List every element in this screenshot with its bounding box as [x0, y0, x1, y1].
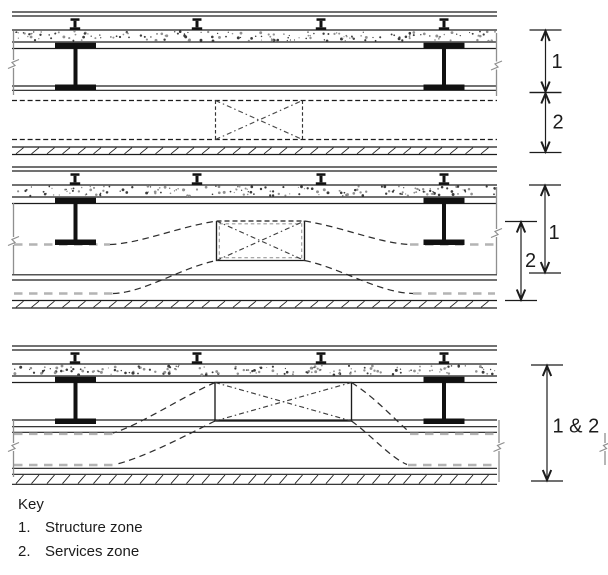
edge-break-line — [7, 31, 20, 95]
key-item-label: Structure zone — [45, 519, 143, 536]
services-route-gray-dashed — [14, 432, 495, 467]
structure-zone-lines — [12, 419, 497, 469]
services-zone-dashed — [12, 99, 497, 141]
dimension-combined-zone: 1 & 2 — [531, 363, 600, 483]
raised-floor — [12, 345, 497, 351]
concrete-slab-texture — [15, 30, 496, 43]
duct-crossed-box — [214, 99, 304, 141]
steel-beams — [55, 197, 465, 245]
steel-beams — [55, 42, 465, 90]
suspended-ceiling — [12, 299, 497, 309]
diagram-separate-zones-dimensions: 1 2 — [529, 28, 564, 155]
structure-zone-lines — [12, 274, 497, 281]
raised-floor-pedestals — [69, 18, 450, 30]
diagram-combined-zone-art — [7, 345, 608, 485]
dimension-structure-zone: 1 — [529, 183, 561, 275]
diagram-separate-zones: 1 2 — [7, 11, 564, 156]
services-route-curves — [112, 381, 411, 466]
duct-crossed-box — [215, 220, 306, 262]
concrete-slab — [12, 363, 497, 384]
raised-floor — [12, 11, 497, 17]
key-item-number: 2. — [18, 542, 31, 560]
dimension-label-combined-zone: 1 & 2 — [553, 416, 600, 438]
services-route-curves — [109, 220, 414, 295]
edge-break-line — [490, 187, 503, 274]
key-item-number: 1. — [18, 519, 31, 536]
dimension-services-zone: 2 — [505, 219, 537, 303]
edge-break-line — [599, 433, 608, 465]
edge-break-line — [7, 420, 20, 477]
raised-floor — [12, 166, 497, 172]
dimension-label-structure-zone: 1 — [552, 51, 563, 73]
concrete-slab — [12, 184, 497, 205]
edge-break-line — [493, 420, 505, 482]
key-item-structure-zone: 1. Structure zone — [18, 519, 143, 536]
steel-beams — [55, 376, 465, 424]
edge-break-line — [490, 33, 503, 96]
concrete-slab-texture — [17, 185, 496, 198]
dimension-label-services-zone: 2 — [525, 250, 536, 272]
diagram-combined-zone: 1 & 2 — [7, 345, 608, 485]
diagram-combined-zone-dimensions: 1 & 2 — [531, 363, 600, 483]
suspended-ceiling — [12, 473, 497, 485]
raised-floor-pedestals — [69, 173, 450, 185]
services-route-gray-dashed — [14, 243, 495, 295]
suspended-ceiling — [12, 146, 497, 156]
dimension-label-structure-zone: 1 — [549, 222, 560, 244]
key-item-label: Services zone — [45, 542, 140, 560]
concrete-slab — [12, 29, 497, 50]
raised-floor-pedestals — [69, 352, 450, 364]
dimension-services-zone: 2 — [529, 90, 564, 155]
diagram-overlapping-zones-art — [7, 166, 503, 309]
key-section: Key 1. Structure zone 2. Services zone — [18, 496, 143, 566]
key-item-services-zone: 2. Services zone — [18, 543, 143, 560]
edge-break-line — [7, 203, 20, 274]
dimension-structure-zone: 1 — [529, 28, 563, 95]
diagram-overlapping-zones: 1 2 — [7, 166, 561, 309]
dimension-label-services-zone: 2 — [553, 112, 564, 134]
concrete-slab-texture — [13, 364, 496, 377]
key-title: Key — [18, 496, 44, 513]
diagram-separate-zones-art — [7, 11, 503, 156]
duct-crossed-box — [214, 381, 353, 422]
diagram-overlapping-zones-dimensions: 1 2 — [505, 183, 561, 303]
